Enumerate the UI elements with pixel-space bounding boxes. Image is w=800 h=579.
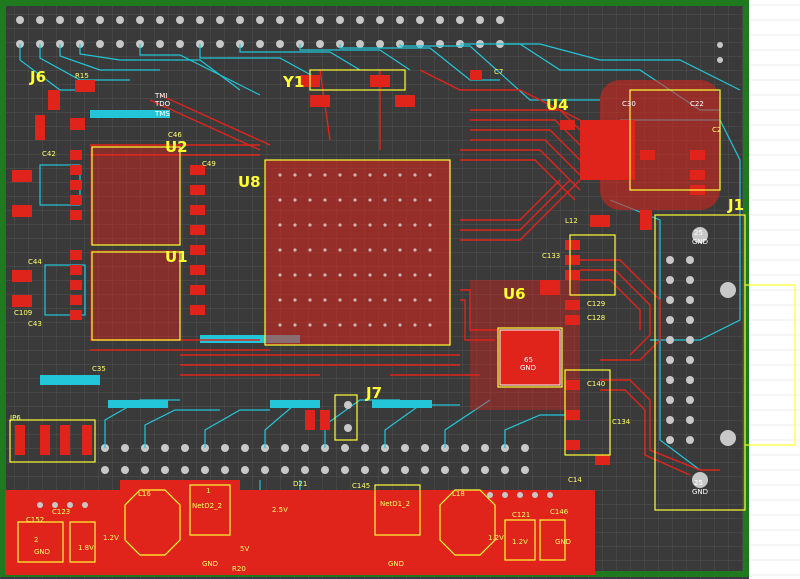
pad-label-gnd-bottom: GND <box>692 488 709 496</box>
label-c49: C49 <box>202 160 216 168</box>
label-c14: C14 <box>568 476 582 484</box>
u2-body <box>90 145 180 245</box>
label-tms: TMS <box>155 110 170 118</box>
label-c140: C140 <box>587 380 606 388</box>
label-c43: C43 <box>28 320 42 328</box>
label-c152: C152 <box>26 516 45 524</box>
label-c129: C129 <box>587 300 606 308</box>
label-c123: C123 <box>52 508 71 516</box>
pad-label-gnd: GND <box>692 238 709 246</box>
u8-pad-field <box>265 160 450 345</box>
label-c42: C42 <box>42 150 56 158</box>
net-label-1v8: 1.8V <box>78 544 94 552</box>
label-u4: U4 <box>546 96 569 114</box>
label-j7: J7 <box>366 384 383 402</box>
label-c133: C133 <box>542 252 561 260</box>
label-c146: C146 <box>550 508 569 516</box>
power-plane-bottom <box>5 490 595 575</box>
label-u2: U2 <box>165 138 188 156</box>
net-label-1v2-left: 1.2V <box>103 534 119 542</box>
label-jp6: JP6 <box>10 414 21 422</box>
label-tmi: TMI <box>155 92 168 100</box>
label-c44: C44 <box>28 258 42 266</box>
label-l12: L12 <box>565 217 578 225</box>
label-r15: R15 <box>75 72 89 80</box>
net-label-1v2-right: 1.2V <box>488 534 504 542</box>
u8-bga-grid <box>278 173 432 327</box>
pin-label-2: 2 <box>34 536 39 544</box>
net-label-netd1: NetD1_2 <box>380 500 411 508</box>
label-r20: R20 <box>232 565 246 573</box>
net-label-gnd-3: GND <box>555 538 572 546</box>
label-c30: C30 <box>622 100 636 108</box>
u1-body <box>90 250 180 340</box>
net-label-1v2: 1.2V <box>512 538 528 546</box>
top-layer-traces <box>90 69 720 476</box>
pad-label-25: 25 <box>694 229 703 237</box>
net-label-netd2: NetD2_2 <box>192 502 223 510</box>
label-u6: U6 <box>503 285 526 303</box>
label-c145: C145 <box>352 482 371 490</box>
right-margin <box>749 0 800 579</box>
label-l16: L16 <box>138 490 151 498</box>
net-label-gnd-1: GND <box>202 560 219 568</box>
label-c35: C35 <box>92 365 106 373</box>
u6-thermal-pad <box>499 329 561 386</box>
label-c121: C121 <box>512 511 531 519</box>
j1-connector-pads <box>37 42 736 508</box>
label-u8: U8 <box>238 173 261 191</box>
label-l18: L18 <box>452 490 465 498</box>
label-c128: C128 <box>587 314 606 322</box>
bottom-layer-traces <box>19 43 741 560</box>
label-c109: C109 <box>14 309 33 317</box>
label-c2: C2 <box>712 126 722 134</box>
silkscreen-outlines <box>9 69 796 563</box>
pin-label-1: 1 <box>206 487 211 495</box>
label-tdo: TDO <box>155 100 171 108</box>
label-c46: C46 <box>168 131 182 139</box>
label-j1: J1 <box>728 196 745 214</box>
net-label-5v: 5V <box>240 545 250 553</box>
net-label-25v: 2.5V <box>272 506 288 514</box>
pad-label-65: 65 <box>524 356 533 364</box>
label-u1: U1 <box>165 248 188 266</box>
label-y1: Y1 <box>283 73 305 91</box>
label-c134: C134 <box>612 418 631 426</box>
net-label-gnd-2: GND <box>388 560 405 568</box>
label-c7: C7 <box>494 68 504 76</box>
label-j6: J6 <box>30 68 47 86</box>
label-c22: C22 <box>690 100 704 108</box>
label-d21: D21 <box>293 480 308 488</box>
smd-pads <box>12 70 705 465</box>
pad-label-25-bottom: 25 <box>694 479 703 487</box>
pad-label-u6-gnd: GND <box>520 364 537 372</box>
net-label-gnd-4: GND <box>34 548 51 556</box>
